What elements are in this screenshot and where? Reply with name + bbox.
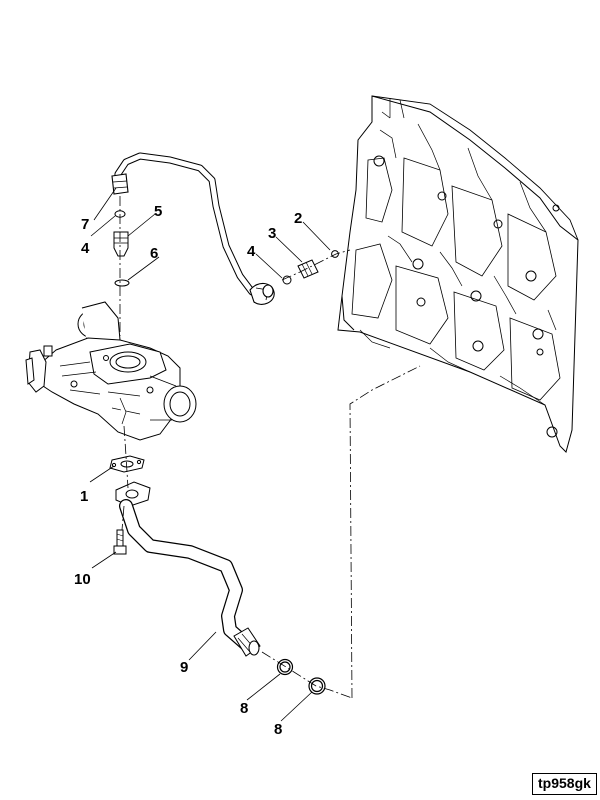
callout-9: 9 <box>180 659 188 676</box>
washer-4-right <box>282 275 292 285</box>
gasket-1 <box>109 455 145 473</box>
turbocharger <box>25 301 197 441</box>
callout-4-right: 4 <box>247 243 256 260</box>
callout-8-right: 8 <box>274 721 282 738</box>
adapter-3 <box>297 259 319 279</box>
callout-10: 10 <box>74 571 91 588</box>
engine-block <box>337 95 579 453</box>
callout-4-left: 4 <box>81 240 90 257</box>
oil-drain-pipe <box>115 481 261 657</box>
fitting-5 <box>113 231 129 257</box>
fittings-top <box>113 210 339 287</box>
callout-1: 1 <box>80 488 88 505</box>
callout-6: 6 <box>150 245 158 262</box>
leader-lines <box>89 187 331 722</box>
alignment-lines <box>119 196 421 699</box>
callout-7: 7 <box>81 216 89 233</box>
callout-3: 3 <box>268 225 276 242</box>
callout-8-left: 8 <box>240 700 248 717</box>
o-rings-8 <box>276 658 326 695</box>
seal-6 <box>114 279 130 287</box>
callout-5: 5 <box>154 203 162 220</box>
callout-2: 2 <box>294 210 302 227</box>
bolt-10 <box>113 529 127 555</box>
oil-supply-pipe <box>111 152 275 305</box>
figure-reference-code: tp958gk <box>532 773 597 795</box>
